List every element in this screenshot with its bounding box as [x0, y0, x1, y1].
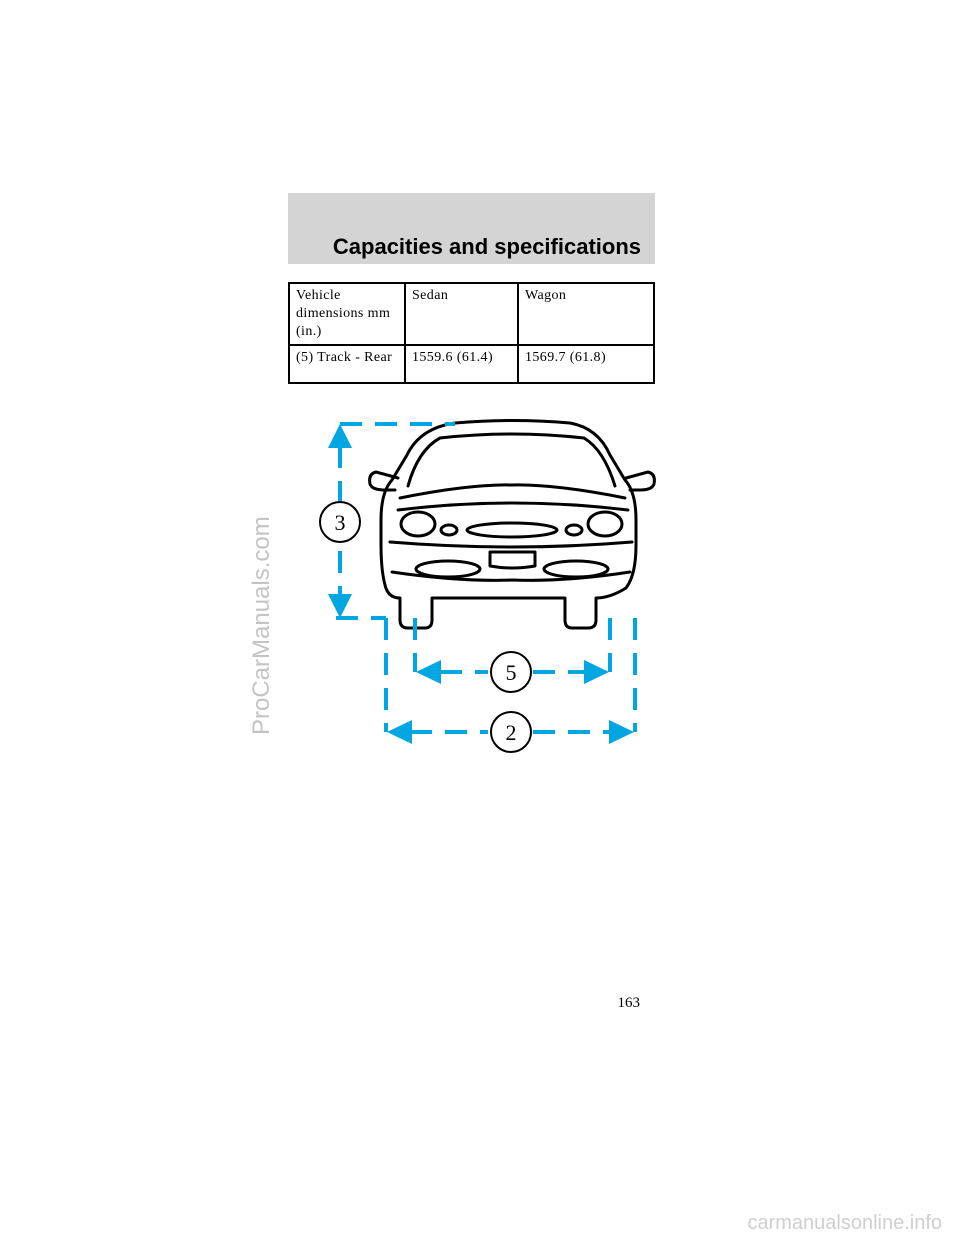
arrow-right-icon — [609, 720, 634, 744]
table-header-row: Vehicle dimensions mm (in.) Sedan Wagon — [288, 282, 655, 346]
car-front-illustration — [368, 419, 656, 630]
arrow-right-icon — [584, 660, 609, 684]
column-header: Vehicle dimensions mm (in.) — [288, 282, 406, 346]
callout-label: 5 — [506, 660, 517, 685]
section-header: Capacities and specifications — [288, 193, 655, 264]
arrow-up-icon — [328, 424, 352, 448]
table-row: (5) Track - Rear 1559.6 (61.4) 1569.7 (6… — [288, 344, 655, 384]
callout-width — [490, 711, 532, 753]
callout-height — [319, 501, 361, 543]
page-number: 163 — [617, 995, 641, 1011]
table-cell: (5) Track - Rear — [288, 344, 406, 384]
arrow-left-icon — [416, 660, 441, 684]
dimensions-table: Vehicle dimensions mm (in.) Sedan Wagon … — [288, 282, 655, 384]
side-watermark: ProCarManuals.com — [248, 516, 275, 735]
column-header: Sedan — [404, 282, 519, 346]
callout-label: 3 — [335, 510, 346, 535]
callout-label: 2 — [506, 720, 517, 745]
vehicle-dimension-diagram: 3 5 2 — [319, 419, 656, 753]
section-title: Capacities and specifications — [332, 234, 641, 259]
dimension-arrows — [328, 424, 634, 744]
footer-watermark: carmanualsonline.info — [747, 1212, 942, 1234]
watermark-text: ProCarManuals.com — [248, 516, 275, 735]
callout-track — [490, 651, 532, 693]
callout-circles — [319, 501, 532, 753]
arrow-left-icon — [387, 720, 412, 744]
arrow-down-icon — [328, 594, 352, 618]
table-cell: 1559.6 (61.4) — [404, 344, 519, 384]
column-header: Wagon — [517, 282, 655, 346]
table-cell: 1569.7 (61.8) — [517, 344, 655, 384]
